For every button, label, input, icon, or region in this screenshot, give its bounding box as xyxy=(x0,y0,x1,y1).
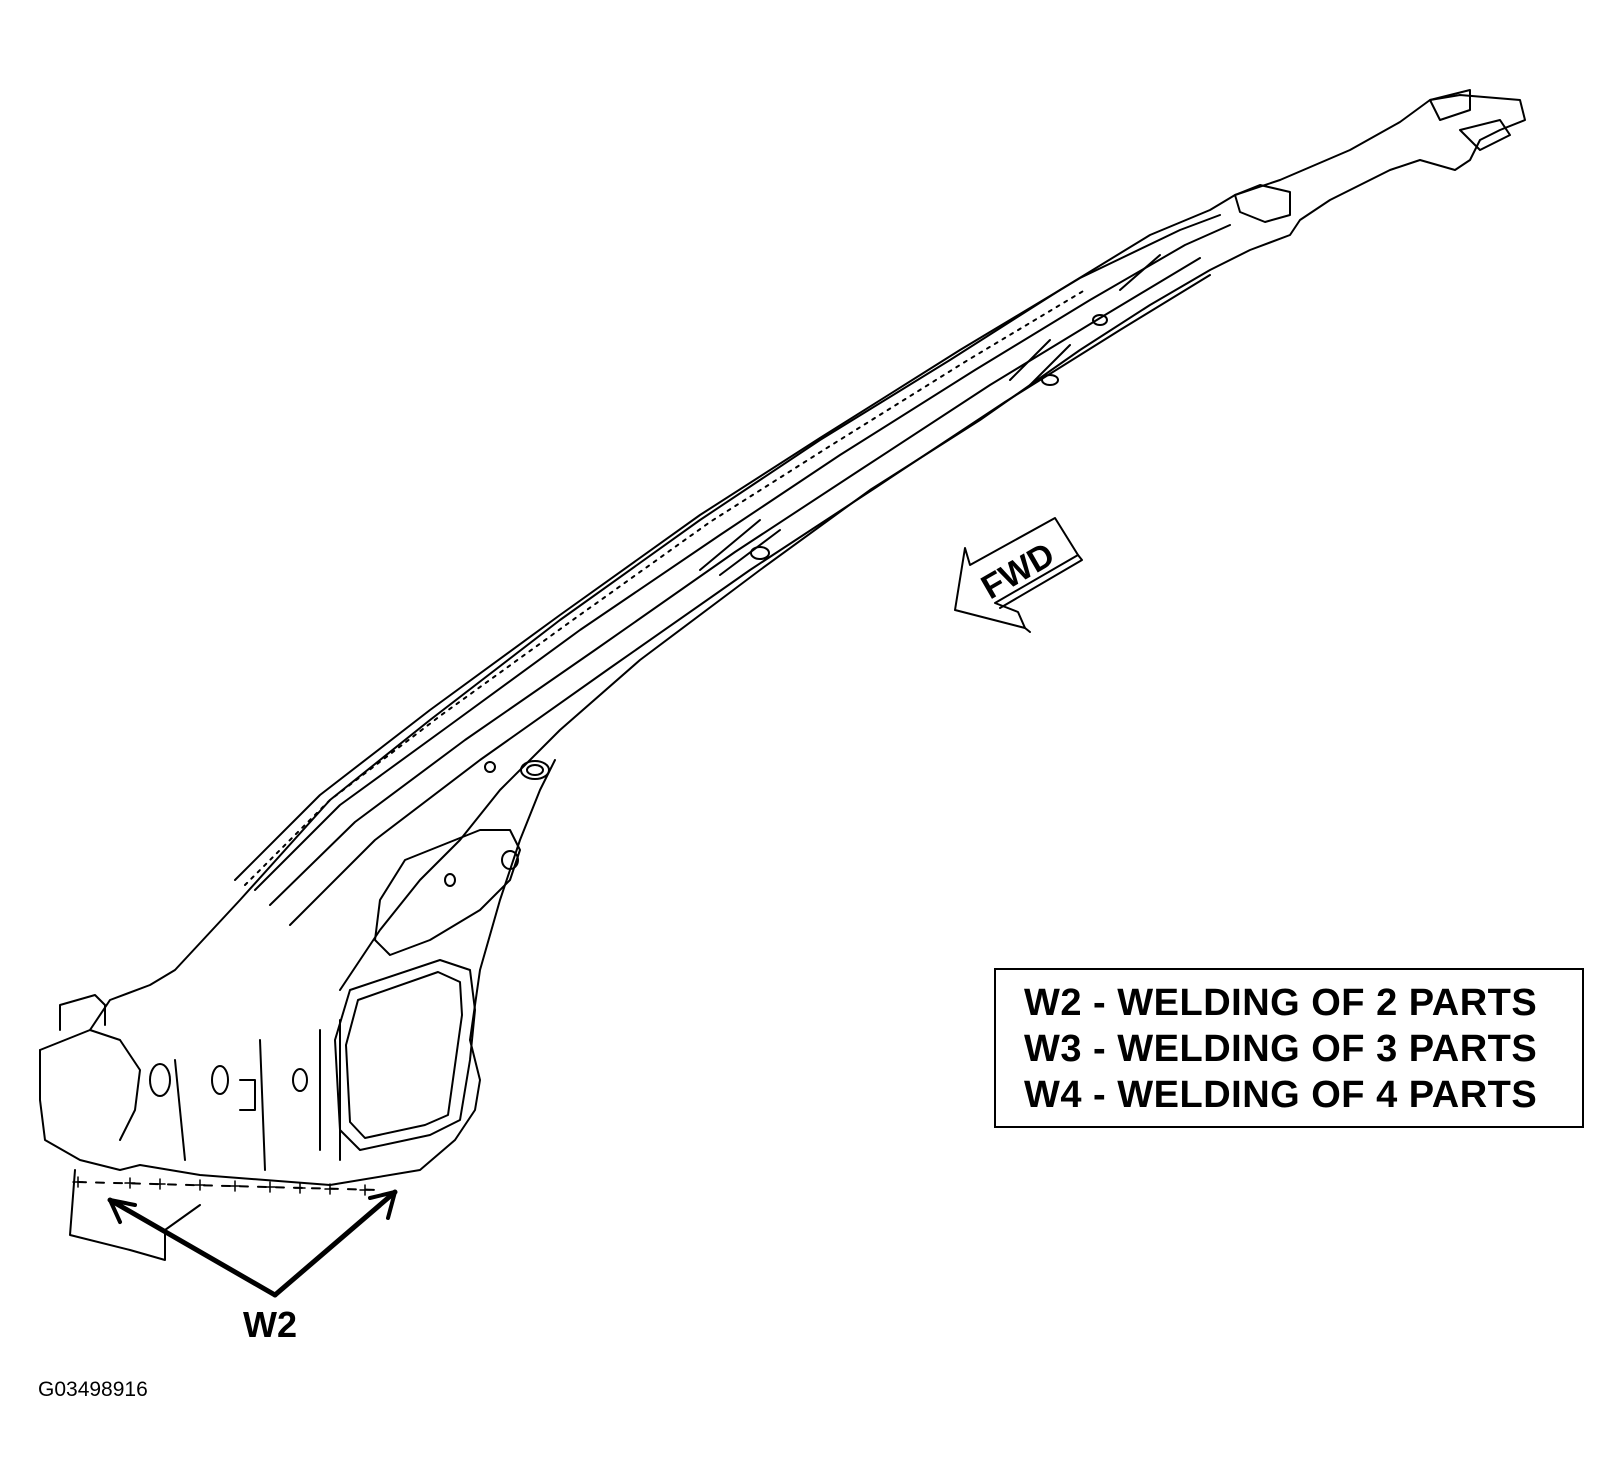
fwd-direction-arrow: FWD xyxy=(954,517,1083,633)
w2-callout-label: W2 xyxy=(243,1304,297,1345)
w2-callout-arrows xyxy=(107,1189,398,1298)
welding-legend: W2 - WELDING OF 2 PARTS W3 - WELDING OF … xyxy=(994,968,1584,1128)
pillar-lower-section xyxy=(39,759,556,1261)
figure-id: G03498916 xyxy=(38,1378,148,1401)
legend-line-w3: W3 - WELDING OF 3 PARTS xyxy=(1024,1028,1538,1070)
legend-line-w4: W4 - WELDING OF 4 PARTS xyxy=(1024,1074,1538,1116)
roof-rail xyxy=(89,89,1526,1031)
legend-line-w2: W2 - WELDING OF 2 PARTS xyxy=(1024,982,1538,1024)
